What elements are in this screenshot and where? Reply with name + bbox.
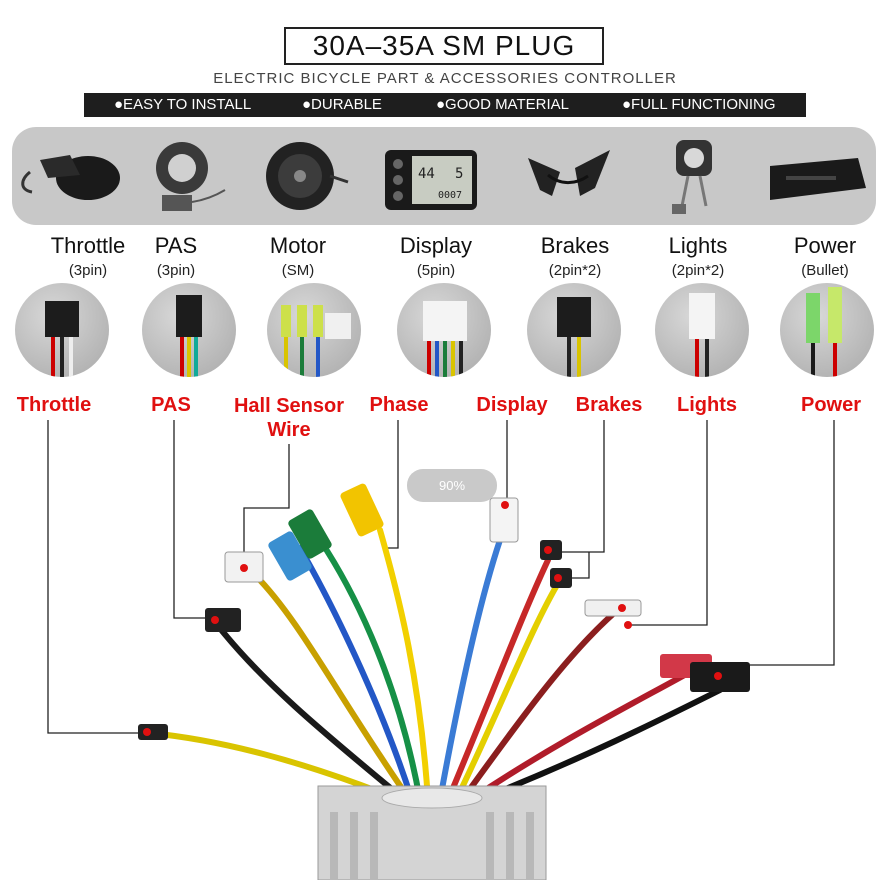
headlight-icon: [672, 140, 712, 214]
battery-icon: [770, 158, 866, 200]
part-name-lights: Lights: [668, 233, 728, 258]
hub-motor-icon: [266, 142, 349, 210]
throttle-connector: [138, 724, 168, 740]
feature-bar: ●EASY TO INSTALL ●DURABLE ●GOOD MATERIAL…: [84, 93, 806, 117]
display-gear: 5: [455, 166, 463, 182]
display-plug-icon: [397, 283, 491, 377]
wire-bundle: [147, 527, 723, 803]
light-connector: [584, 599, 642, 617]
part-name-display: Display: [399, 233, 473, 258]
feature-full-functioning: ●FULL FUNCTIONING: [622, 96, 776, 113]
label-pas: PAS: [151, 394, 191, 416]
zoom-badge: 90%: [407, 469, 497, 502]
part-spec-brakes: (2pin*2): [548, 262, 602, 279]
phase-yellow-connector: [340, 483, 384, 537]
phase-blue-connector: [268, 531, 312, 581]
part-spec-pas: (3pin): [156, 262, 196, 279]
part-name-motor: Motor: [269, 233, 327, 258]
wire-connectors: [138, 483, 750, 740]
part-name-power: Power: [793, 233, 857, 258]
label-lights: Lights: [677, 394, 737, 416]
part-name-throttle: Throttle: [50, 233, 126, 258]
part-spec-motor: (SM): [281, 262, 315, 279]
phase-green-connector: [288, 509, 332, 559]
leader-lines: [47, 420, 835, 734]
label-display: Display: [476, 394, 548, 416]
display-odo: 0007: [438, 190, 462, 201]
part-name-pas: PAS: [154, 233, 198, 258]
throttle-icon: [21, 155, 120, 200]
light-plug-icon: [655, 283, 749, 377]
feature-durable: ●DURABLE: [302, 96, 382, 113]
pas-plug-icon: [142, 283, 236, 377]
part-spec-power: (Bullet): [801, 262, 849, 279]
label-phase: Phase: [369, 394, 429, 416]
label-hall-sensor-wire: Hall Sensor Wire: [233, 395, 345, 441]
label-brakes: Brakes: [575, 394, 643, 416]
brake-plug-icon: [527, 283, 621, 377]
bullet-plug-icon: [780, 283, 874, 377]
feature-easy-install: ●EASY TO INSTALL: [114, 96, 252, 113]
motor-plug-icon: [267, 283, 361, 377]
throttle-plug-icon: [15, 283, 109, 377]
part-spec-display: (5pin): [416, 262, 456, 279]
label-throttle: Throttle: [16, 394, 92, 416]
part-name-brakes: Brakes: [540, 233, 610, 258]
pas-sensor-icon: [156, 142, 226, 211]
controller-box: [317, 785, 547, 880]
brake-levers-icon: [528, 150, 610, 196]
display-connector: [489, 497, 519, 543]
feature-good-material: ●GOOD MATERIAL: [436, 96, 569, 113]
label-power: Power: [800, 394, 862, 416]
pas-connector: [205, 608, 241, 632]
display-speed: 44: [418, 166, 435, 182]
page-subtitle: ELECTRIC BICYCLE PART & ACCESSORIES CONT…: [213, 70, 677, 87]
part-spec-throttle: (3pin): [68, 262, 108, 279]
page-title: 30A–35A SM PLUG: [284, 27, 604, 65]
part-spec-lights: (2pin*2): [671, 262, 725, 279]
lcd-display-icon: 44 5 0007: [385, 150, 477, 210]
